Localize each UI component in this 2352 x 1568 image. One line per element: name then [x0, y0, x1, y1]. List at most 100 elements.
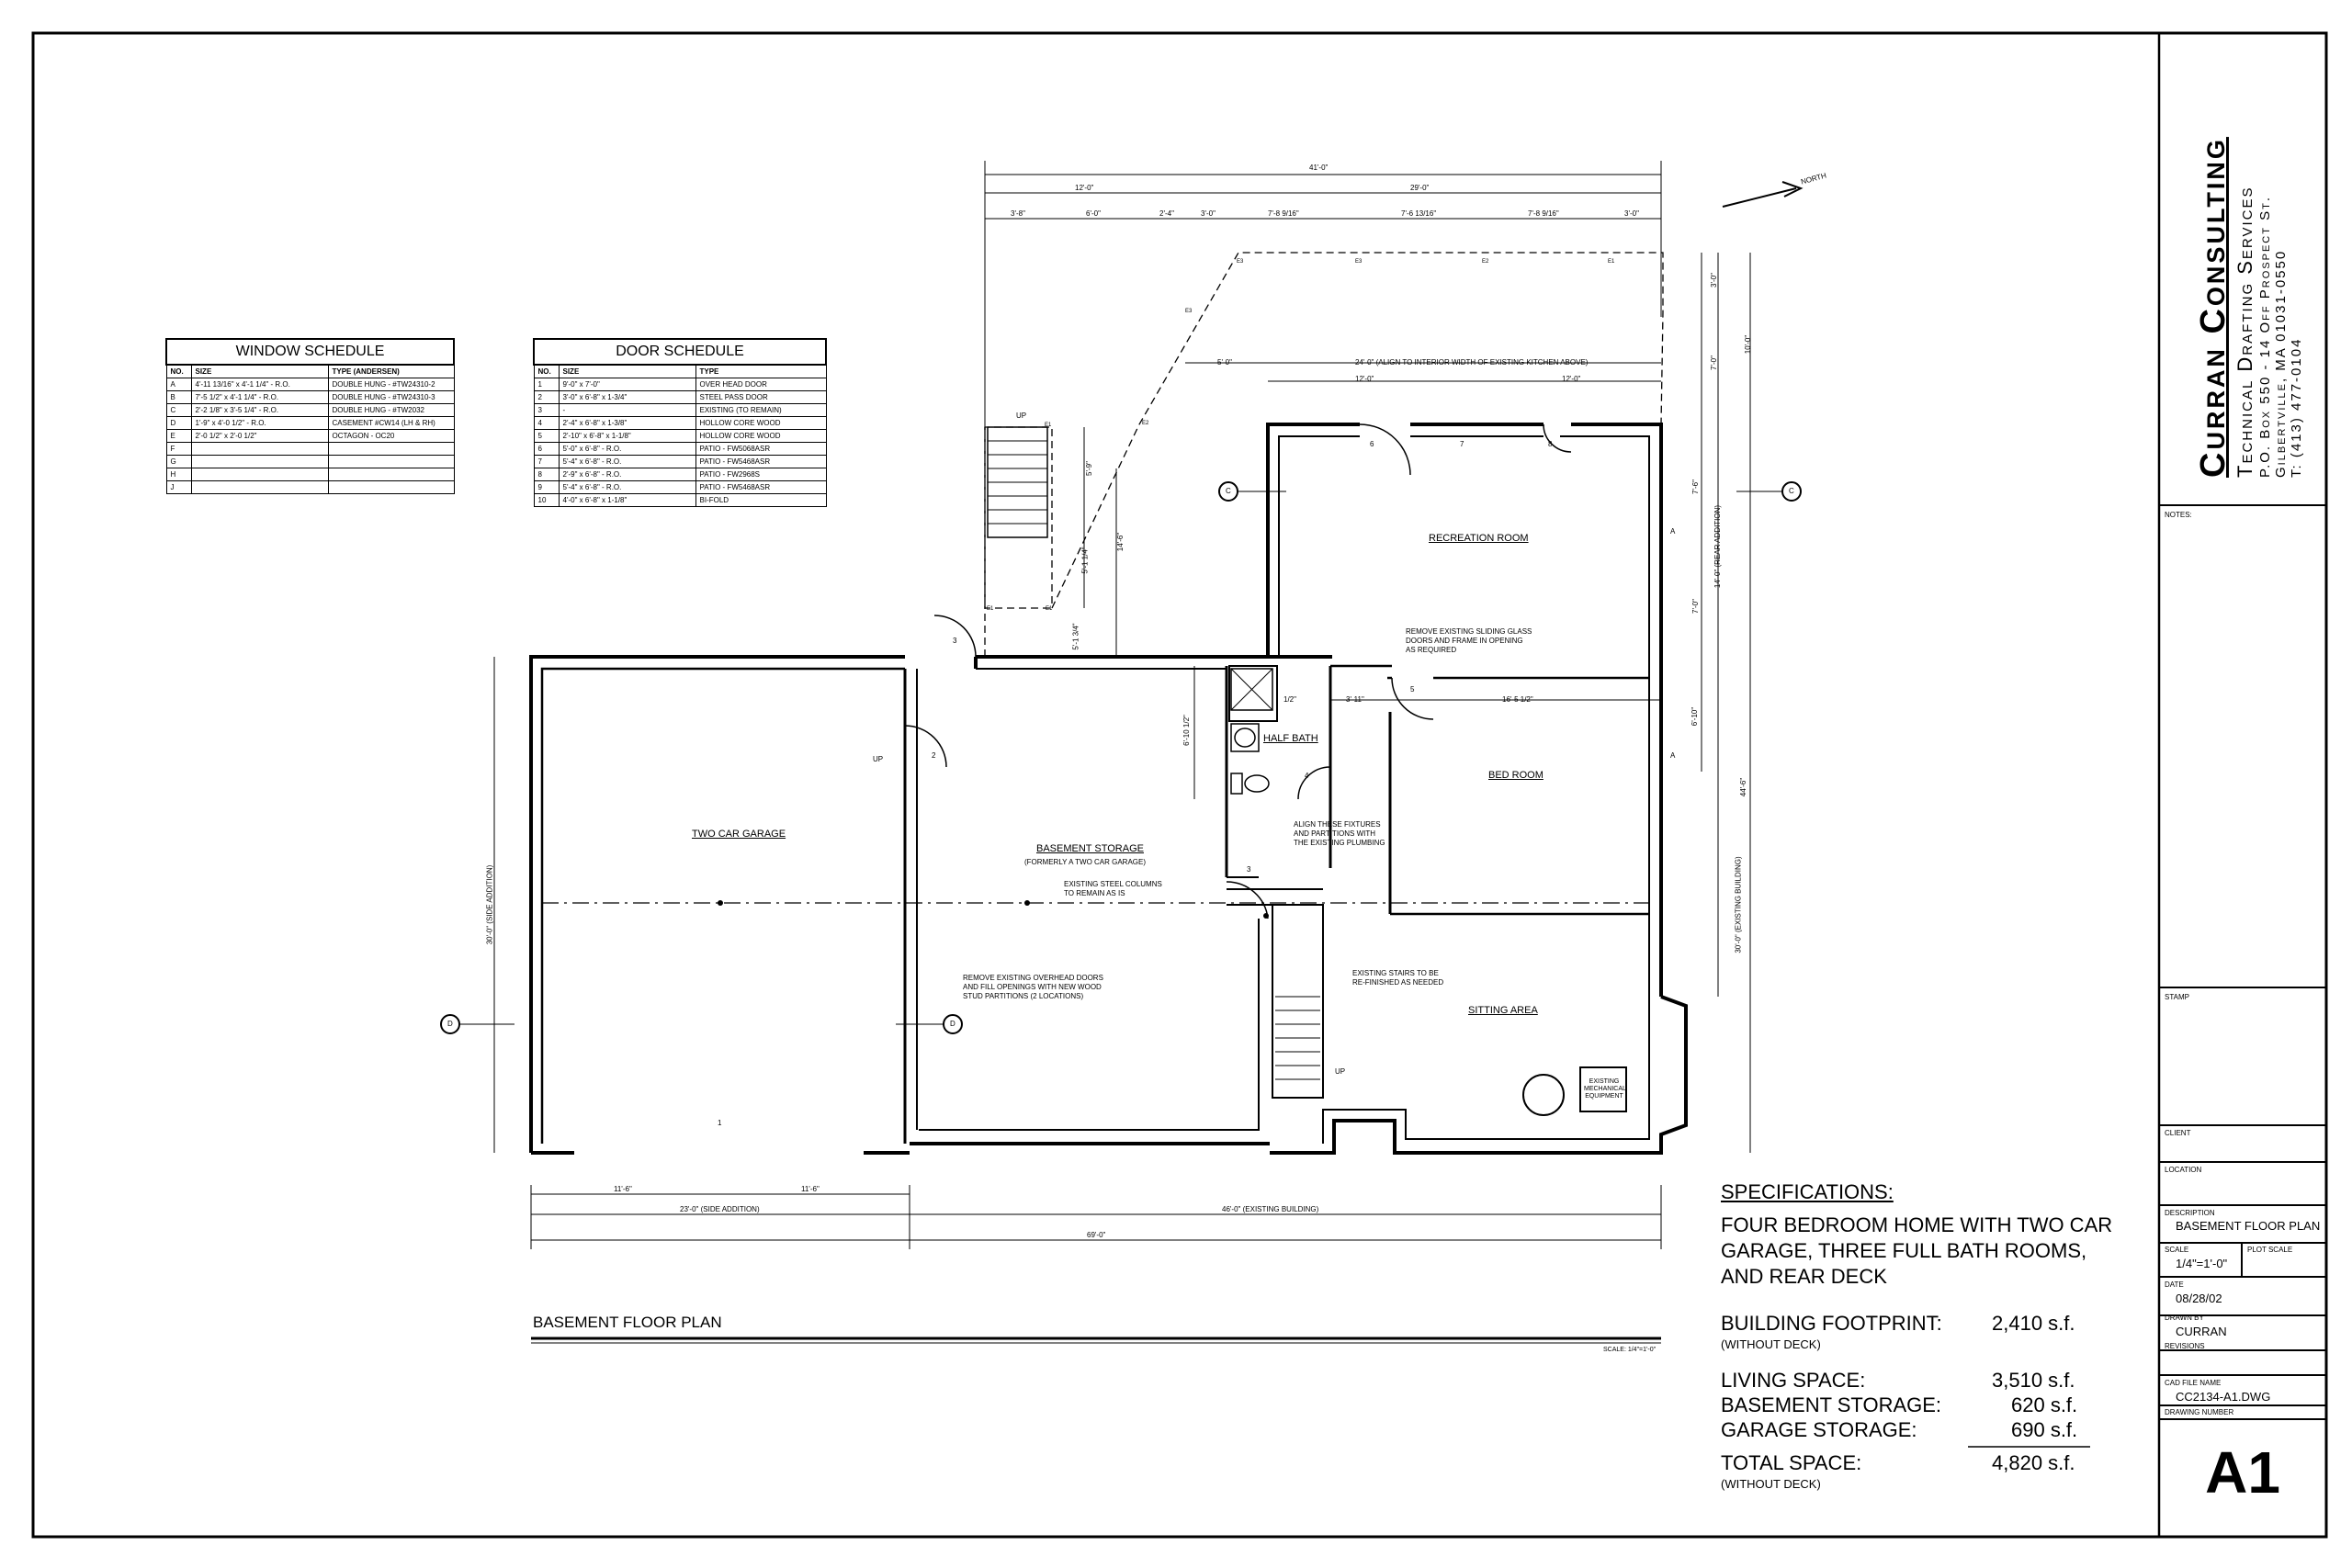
cell: E [165, 429, 192, 443]
note-line: DOORS AND FRAME IN OPENING [1406, 637, 1523, 645]
up-label: UP [873, 755, 884, 763]
cell: 2'-0 1/2" x 2'-0 1/2" [190, 429, 329, 443]
drawn-by-value: CURRAN [2176, 1325, 2227, 1338]
note-line: THE EXISTING PLUMBING [1294, 839, 1385, 847]
dim-seg: 7'-8 9/16" [1528, 209, 1559, 218]
dim-bath: 3'-11" [1346, 695, 1364, 704]
dim-bed: 16'-5 1/2" [1502, 695, 1533, 704]
section-tag: D [447, 1020, 453, 1028]
living-label: LIVING SPACE: [1721, 1369, 1866, 1392]
mech-label-line: EXISTING [1589, 1078, 1620, 1085]
dim-seg: 7'-8 9/16" [1268, 209, 1299, 218]
dim-bottom: 11'-6" [614, 1185, 632, 1193]
cell: DOUBLE HUNG - #TW2032 [327, 403, 455, 417]
cell: HOLLOW CORE WOOD [695, 429, 827, 443]
dim-right: 7'-0" [1690, 599, 1700, 614]
cell: 3'-0" x 6'-8" x 1-3/4" [558, 390, 696, 404]
room-label-bed: BED ROOM [1488, 770, 1544, 781]
dim-seg: 3'-8" [1011, 209, 1025, 218]
section-tag: C [1789, 487, 1794, 495]
specs-heading: SPECIFICATIONS: [1721, 1180, 1894, 1203]
deck-tag: E2 [1482, 259, 1489, 265]
cell: 9'-0" x 7'-0" [558, 378, 696, 391]
cell [327, 480, 455, 494]
title-block-frame [2157, 31, 2328, 1539]
cell: 2 [533, 390, 560, 404]
dim-seg: 7'-6 13/16" [1401, 209, 1437, 218]
footprint-label: BUILDING FOOTPRINT: [1721, 1312, 1942, 1335]
location-label: LOCATION [2165, 1166, 2202, 1174]
table-row: H [165, 468, 455, 481]
cell: D [165, 416, 192, 430]
note-line: EXISTING STAIRS TO BE [1352, 969, 1439, 977]
dim-right: 7'-0" [1709, 355, 1718, 370]
cell: F [165, 442, 192, 456]
cell: 2'-9" x 6'-8" - R.O. [558, 468, 696, 481]
note-align-fixtures: ALIGN THESE FIXTURES AND PARTITIONS WITH… [1294, 820, 1385, 848]
mechanical-equipment [1579, 1066, 1627, 1112]
drawing-number: A1 [2205, 1439, 2280, 1506]
drawn-by-label: DRAWN BY [2165, 1314, 2204, 1322]
cell: 6 [533, 442, 560, 456]
without-deck-note: (WITHOUT DECK) [1721, 1477, 1821, 1491]
window-schedule: WINDOW SCHEDULE NO. SIZE TYPE (ANDERSEN)… [165, 338, 455, 494]
col-header: NO. [165, 364, 192, 378]
up-label: UP [1016, 412, 1027, 420]
cell: 5'-4" x 6'-8" - R.O. [558, 480, 696, 494]
dim-stair: 5'-9" [1084, 461, 1093, 476]
cell: 2'-10" x 6'-8" x 1-1/8" [558, 429, 696, 443]
cell: PATIO - FW5468ASR [695, 480, 827, 494]
dim-top-left: 12'-0" [1075, 184, 1094, 192]
cell: DOUBLE HUNG - #TW24310-2 [327, 378, 455, 391]
table-row: J [165, 480, 455, 494]
cell: OCTAGON - OC20 [327, 429, 455, 443]
storage-value: 620 s.f. [2011, 1393, 2078, 1416]
dim-right: 30'-0" (EXISTING BUILDING) [1734, 856, 1743, 953]
dim-bottom: 11'-6" [801, 1185, 820, 1193]
dim-bottom: 23'-0" (SIDE ADDITION) [680, 1205, 760, 1213]
dim-stair: 5'-1 1/4" [1080, 547, 1090, 574]
col-header: NO. [533, 364, 560, 378]
dim-bottom: 69'-0" [1087, 1231, 1106, 1239]
cell [327, 468, 455, 481]
dim-top-right: 29'-0" [1410, 184, 1430, 192]
scale-label: SCALE [2165, 1246, 2189, 1254]
dim-deck-left: 5'-0" [1217, 358, 1232, 367]
drawing-title: BASEMENT FLOOR PLAN [533, 1314, 722, 1331]
footprint-value: 2,410 s.f. [1992, 1312, 2075, 1335]
note-overhead-doors: REMOVE EXISTING OVERHEAD DOORS AND FILL … [963, 974, 1103, 1001]
scale-note: SCALE: 1/4"=1'-0" [1603, 1347, 1657, 1353]
cell: A [165, 378, 192, 391]
dim-seg: 2'-4" [1159, 209, 1174, 218]
col-header: TYPE (ANDERSEN) [327, 364, 455, 378]
cell [190, 455, 329, 468]
cell: 5 [533, 429, 560, 443]
room-label-half-bath: HALF BATH [1263, 733, 1318, 744]
cell: C [165, 403, 192, 417]
door-swing [1391, 677, 1434, 720]
room-label-recreation: RECREATION ROOM [1429, 533, 1529, 544]
plot-scale-label: PLOT SCALE [2247, 1246, 2293, 1254]
door-tag: 6 [1370, 440, 1374, 448]
cell: G [165, 455, 192, 468]
dim-deck-inner: 12'-0" [1355, 375, 1374, 383]
room-label-storage: BASEMENT STORAGE [1036, 843, 1144, 854]
dim-stair: 14'-6" [1116, 532, 1125, 552]
dim-top-overall: 41'-0" [1309, 164, 1329, 172]
dim-kitchen: 24'-0" (ALIGN TO INTERIOR WIDTH OF EXIST… [1355, 358, 1589, 367]
section-tag: D [950, 1020, 956, 1028]
stair-box [1272, 904, 1324, 1099]
note-line: RE-FINISHED AS NEEDED [1352, 978, 1444, 987]
deck-tag: E2 [1142, 421, 1149, 426]
dim-right: 14'-0" (REAR ADDITION) [1713, 504, 1723, 589]
window-tag: A [1670, 527, 1676, 536]
dim-right: 44'-6" [1739, 777, 1748, 797]
door-tag: 4 [1305, 772, 1309, 780]
description-value: BASEMENT FLOOR PLAN [2176, 1219, 2321, 1233]
specs-desc: FOUR BEDROOM HOME WITH TWO CAR [1721, 1213, 2113, 1236]
recreation-wall [1266, 423, 1360, 657]
